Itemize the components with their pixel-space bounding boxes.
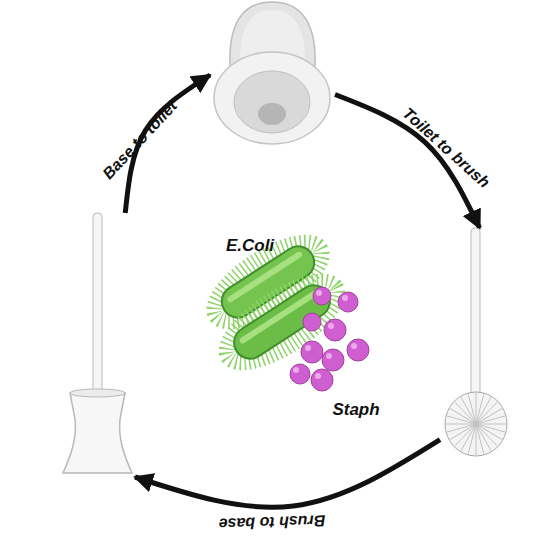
staph-cell (313, 287, 331, 305)
bristle-line (476, 424, 477, 455)
staph-spot (351, 343, 357, 349)
staph-cell (347, 339, 369, 361)
cycle-arrow (135, 440, 440, 508)
staph-spot (316, 290, 322, 296)
staph-spot (293, 367, 299, 373)
bristle-line (476, 424, 484, 454)
toilet-water (258, 103, 286, 125)
staph-cell (322, 349, 344, 371)
toilet-illustration (210, 0, 335, 150)
edge-label: Base to toilet (99, 97, 181, 183)
holder-rim (70, 389, 125, 397)
staph-spot (326, 353, 332, 359)
node-shape (210, 0, 335, 150)
staph-cell (311, 369, 333, 391)
bristle-line (446, 424, 476, 425)
staph-spot (315, 373, 321, 379)
bacteria-label: Staph (332, 400, 379, 420)
holder-cup (63, 393, 132, 473)
staph-cell (303, 313, 321, 331)
node-shape (440, 228, 512, 458)
edge-label: Toilet to brush (399, 104, 493, 191)
bristle-line (461, 397, 476, 424)
bristle-line (450, 424, 476, 440)
toilet-brush-illustration (440, 228, 512, 458)
staph-cell (338, 292, 358, 312)
bristle-line (476, 393, 477, 424)
brush-handle (471, 228, 480, 398)
bristle-line (476, 409, 502, 425)
bristle-line (476, 424, 506, 425)
ecoli-rod (215, 267, 348, 377)
brush-head (445, 392, 507, 456)
bristle-line (476, 416, 505, 424)
staph-spot (342, 295, 348, 301)
bristle-line (447, 424, 476, 432)
staph-highlights (293, 290, 357, 379)
toilet-seat (214, 52, 330, 144)
staph-cluster (290, 287, 369, 391)
brush-handle (93, 213, 102, 401)
staph-cell (290, 364, 310, 384)
ecoli-body (228, 279, 336, 365)
brush-holder-illustration (60, 213, 135, 477)
node-shape (60, 213, 135, 477)
toilet-bowl (234, 71, 310, 133)
staph-spot (305, 345, 311, 351)
staph-spot (328, 323, 334, 329)
brush-bristles (446, 393, 506, 455)
bacteria-label: E.Coli (226, 236, 274, 256)
bristle-line (476, 424, 491, 451)
staph-cell (324, 319, 346, 341)
bristle-line (468, 394, 476, 424)
ecoli-flagella (215, 267, 348, 377)
staph-cell (301, 341, 323, 363)
edge-label: Brush to base (218, 511, 325, 533)
